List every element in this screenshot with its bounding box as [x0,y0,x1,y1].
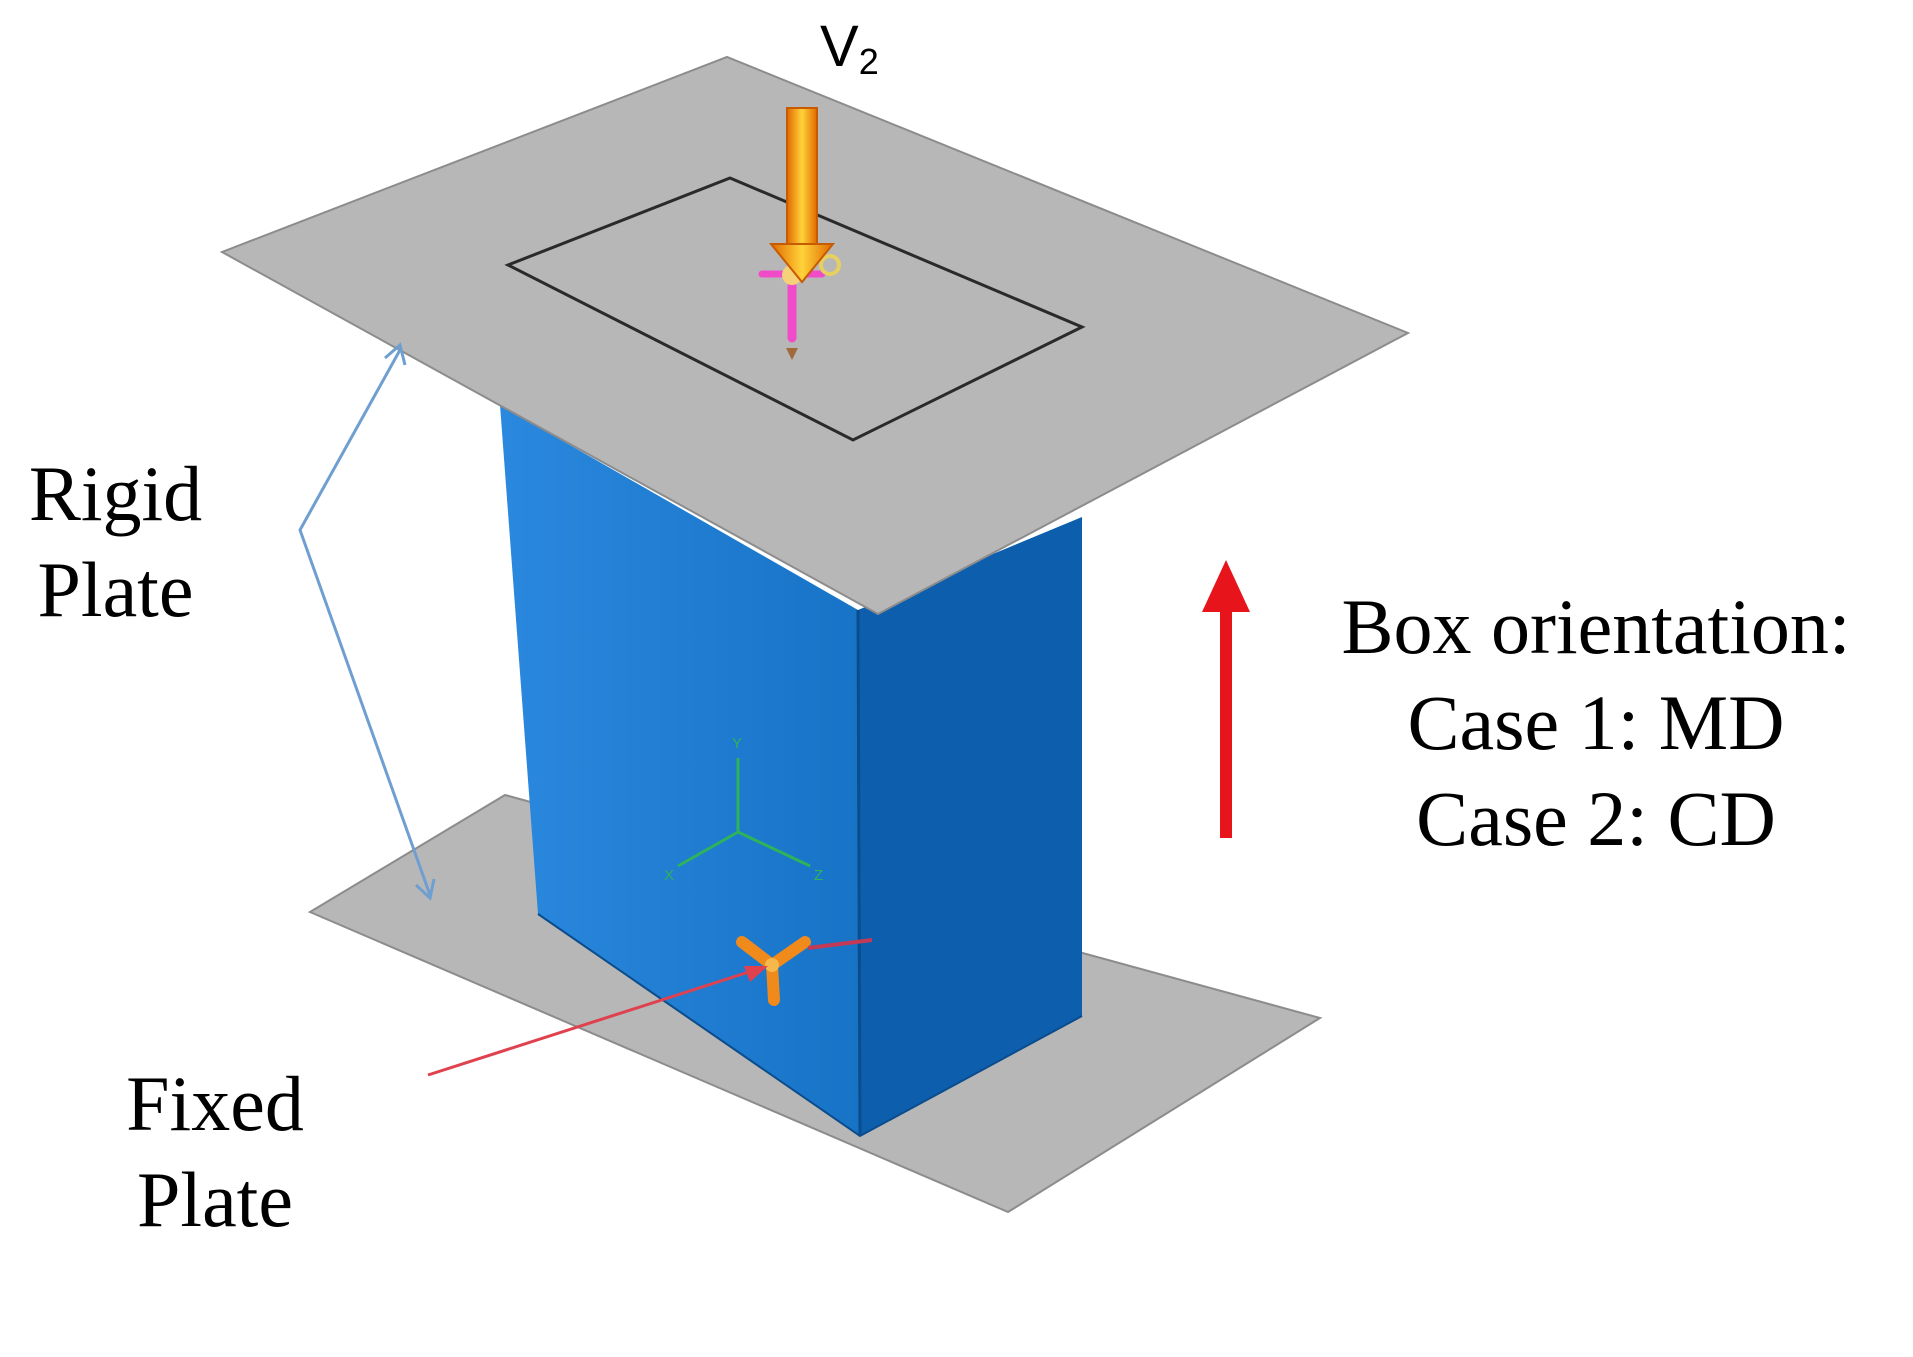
fixed-plate-leader [427,966,768,1077]
rigid-plate-contact-outline [504,176,1086,442]
box-orientation-label: Box orientation: Case 1: MD Case 2: CD [1290,588,1902,858]
rigid-plate-leader [298,342,436,901]
coordinate-triad [677,758,811,868]
fixed-plate-label-line1: Fixed [126,1060,304,1147]
rigid-plate-label-line1: Rigid [28,450,203,537]
load-label-subscript: 2 [858,41,879,82]
load-label: V2 [820,18,879,80]
box-bottom-edge [537,913,1083,1138]
box-orientation-title: Box orientation: [1341,583,1851,670]
box-vertical-edge [856,609,862,1137]
triad-y-label: Y [732,735,742,752]
orientation-arrow [1202,560,1250,838]
triad-x-label: X [664,867,674,884]
box-side-face [858,517,1082,1136]
rigid-plate-label: Rigid Plate [8,455,223,629]
fixed-support-icon [736,936,873,1006]
load-arrow [768,107,836,284]
triad-z-label: Z [814,867,823,884]
load-label-main: V [820,14,859,79]
fixed-plate-label: Fixed Plate [100,1065,330,1239]
box-orientation-case2: Case 2: CD [1416,775,1776,862]
rigid-plate-label-line2: Plate [37,546,194,633]
box-front-face [500,405,860,1136]
rigid-plate [219,55,1411,616]
box-orientation-case1: Case 1: MD [1407,679,1785,766]
fixed-plate-label-line2: Plate [137,1156,293,1243]
